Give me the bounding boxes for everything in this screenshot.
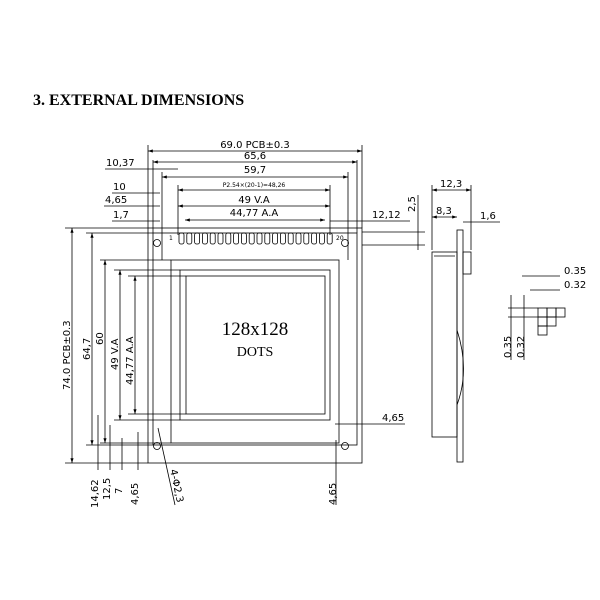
pin xyxy=(295,232,302,245)
pin xyxy=(279,232,286,245)
front-view: 1 20 128x128 DOTS xyxy=(147,227,363,464)
pin xyxy=(233,232,240,245)
mounting-hole xyxy=(153,239,161,247)
side-pcb xyxy=(456,229,464,463)
dim-4-65: 4,65 xyxy=(105,195,127,206)
dim-10: 10 xyxy=(113,182,126,193)
pin xyxy=(287,232,294,245)
pin xyxy=(201,232,208,245)
dim-10-37: 10,37 xyxy=(106,158,135,169)
dot-pitch-h: 0.35 xyxy=(564,266,586,277)
dot-detail: 0.35 0.32 0.35 0.32 xyxy=(503,266,586,360)
display-label: 128x128 xyxy=(222,319,289,340)
dot-size-h: 0.32 xyxy=(564,280,586,291)
dim-side-total: 12,3 xyxy=(440,179,462,190)
dim-4-65-right: 4,65 xyxy=(382,413,404,424)
dim-side-body: 8,3 xyxy=(436,206,452,217)
dim-4-65-bottom: 4,65 xyxy=(130,483,141,505)
viewing-area xyxy=(185,275,326,415)
pin xyxy=(311,232,318,245)
dim-12-5: 12,5 xyxy=(102,478,113,500)
pin xyxy=(225,232,232,245)
section-heading: 3. EXTERNAL DIMENSIONS xyxy=(33,92,245,109)
dim-aa-height: 44,77 A.A xyxy=(125,336,136,385)
pin xyxy=(264,232,271,245)
dim-aa-width: 44,77 A.A xyxy=(230,208,279,219)
dim-14-62: 14,62 xyxy=(90,479,101,508)
pin xyxy=(256,232,263,245)
pin xyxy=(217,232,224,245)
dim-outer-width: 65,6 xyxy=(244,151,266,162)
side-body xyxy=(431,251,458,438)
bezel-outline xyxy=(179,269,331,421)
dim-side-pcb: 1,6 xyxy=(480,211,496,222)
pin xyxy=(178,232,185,245)
left-dimensions: 74.0 PCB±0.3 64,7 60 49 V.A 44,77 A.A xyxy=(62,227,186,464)
mounting-hole xyxy=(341,442,349,450)
dim-1-7: 1,7 xyxy=(113,210,129,221)
display-sublabel: DOTS xyxy=(237,345,274,360)
pin xyxy=(248,232,255,245)
pcb-outline xyxy=(147,227,363,464)
pin xyxy=(272,232,279,245)
bottom-dimensions: 14,62 12,5 7 4,65 4-Φ2,3 4,65 4,65 xyxy=(90,413,405,508)
pin xyxy=(194,232,201,245)
dim-pcb-height: 74.0 PCB±0.3 xyxy=(62,320,73,390)
dim-va-height: 49 V.A xyxy=(110,338,121,370)
top-dimensions: 69.0 PCB±0.3 65,6 59,7 P2.54×(20-1)=48,2… xyxy=(104,140,425,260)
dot-pitch-v: 0.35 xyxy=(503,336,514,358)
mounting-hole xyxy=(341,239,349,247)
dot-size-v: 0.32 xyxy=(516,336,527,358)
pin-1-label: 1 xyxy=(169,235,173,242)
dim-outer-height: 64,7 xyxy=(82,338,93,360)
mounting-hole xyxy=(153,442,161,450)
pin xyxy=(186,232,193,245)
pin-20-label: 20 xyxy=(336,235,344,242)
side-connector xyxy=(462,251,472,275)
dim-pin-pitch: P2.54×(20-1)=48,26 xyxy=(223,182,286,189)
dim-va-width: 49 V.A xyxy=(238,195,270,206)
pin xyxy=(209,232,216,245)
dim-12-12: 12,12 xyxy=(372,210,401,221)
pin xyxy=(303,232,310,245)
dim-4-65-bottom-right: 4,65 xyxy=(328,483,339,505)
dim-bezel-height: 60 xyxy=(95,332,106,345)
pin-row xyxy=(178,232,333,245)
dim-pcb-width: 69.0 PCB±0.3 xyxy=(220,140,290,151)
dim-7: 7 xyxy=(114,488,125,494)
pin xyxy=(240,232,247,245)
side-view: 12,3 8,3 1,6 xyxy=(431,179,500,463)
frame-outline xyxy=(170,259,340,444)
hole-diameter-label: 4-Φ2,3 xyxy=(167,468,185,503)
pin xyxy=(318,232,325,245)
dim-bezel-width: 59,7 xyxy=(244,165,266,176)
dim-2-5: 2,5 xyxy=(407,196,418,212)
module-outline xyxy=(152,232,358,446)
